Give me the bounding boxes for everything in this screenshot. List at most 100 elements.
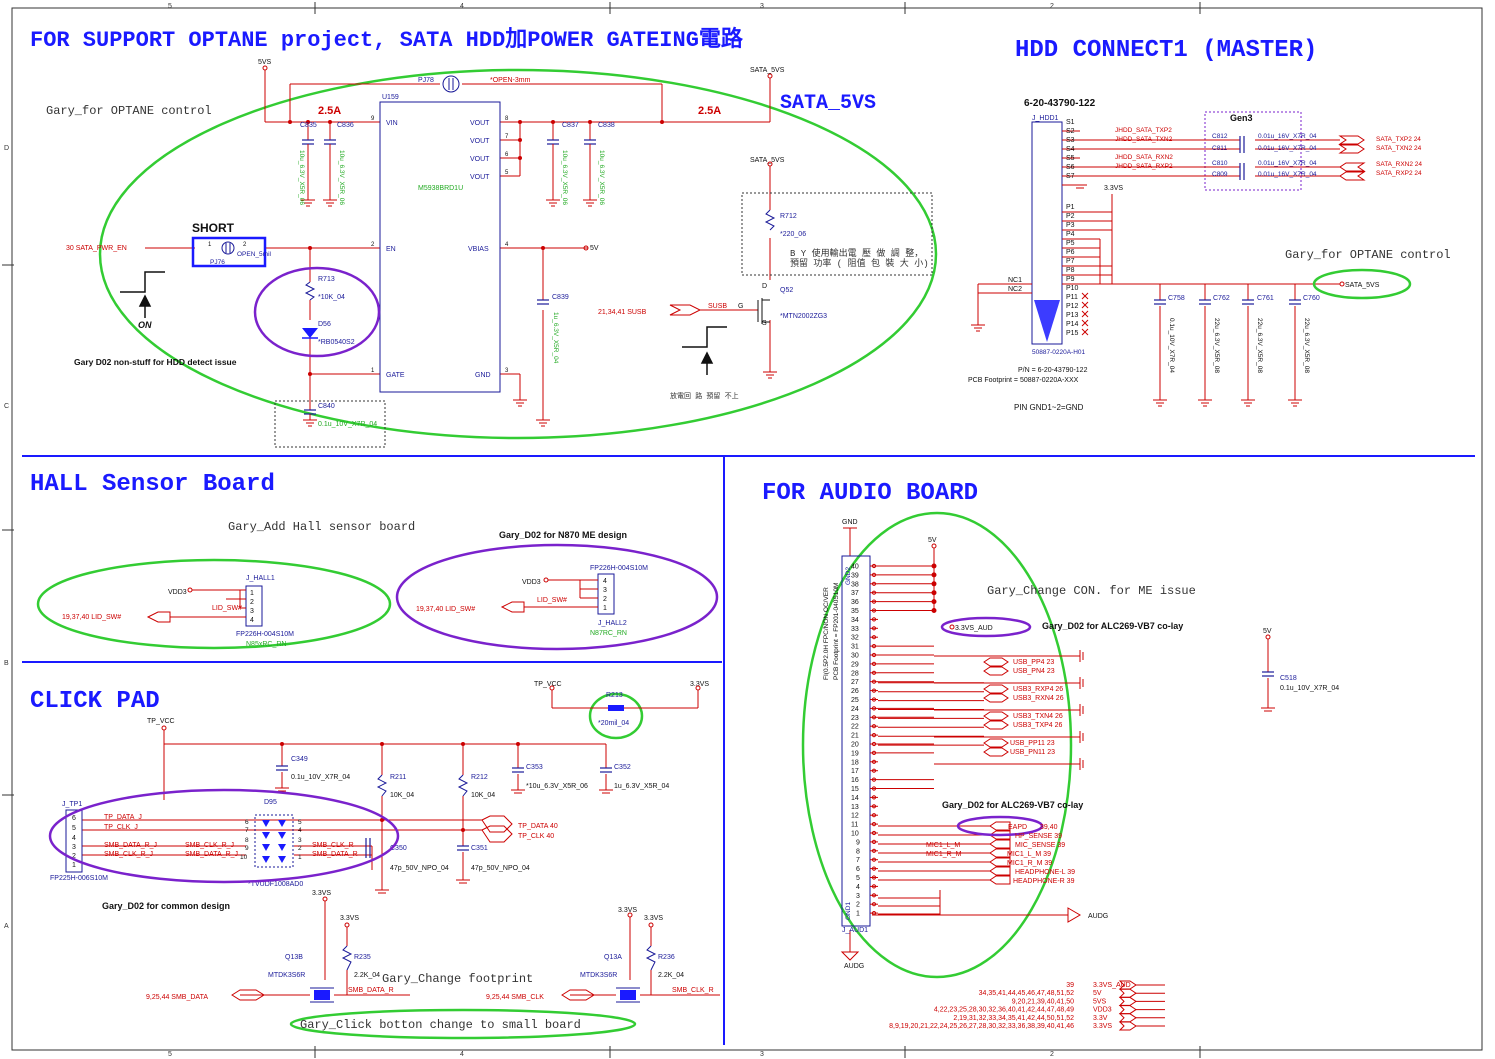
hdd-sata-5vs: SATA_5VS <box>1345 282 1380 289</box>
svg-text:9: 9 <box>371 116 375 122</box>
pin-number: 5 <box>72 825 76 832</box>
susb-step-graphic <box>682 326 727 375</box>
junction <box>931 572 937 578</box>
svg-text:2: 2 <box>298 845 302 852</box>
pin-number: 1 <box>603 605 607 612</box>
smb-data-ref: 9,25,44 SMB_DATA <box>146 994 208 1001</box>
svg-text:8: 8 <box>245 837 249 844</box>
pin-marker <box>871 581 877 586</box>
audio-pin-number: 8 <box>856 848 860 855</box>
row-label: A <box>4 923 9 930</box>
discharge-note: 放電回 路 預留 不上 <box>670 391 739 401</box>
pin-marker <box>871 661 877 667</box>
pin-vout: VOUT <box>470 156 490 163</box>
pin-marker <box>871 617 877 622</box>
svg-text:1: 1 <box>298 854 302 861</box>
jtp1-footprint: FP225H-006S10M <box>50 875 108 882</box>
gen3-label: Gen3 <box>1230 113 1253 123</box>
hall-note: Gary_Add Hall sensor board <box>228 520 415 534</box>
cap-ref: C810 <box>1212 160 1228 167</box>
net-port <box>983 720 1009 730</box>
pin-number: 3 <box>72 844 76 851</box>
r212-value: 10K_04 <box>471 792 495 799</box>
junction <box>288 120 292 124</box>
mic-l-label: MIC1_L_M <box>926 842 960 849</box>
hall2-vdd3: VDD3 <box>522 579 541 586</box>
net-port <box>983 684 1009 694</box>
pin-marker <box>871 750 877 756</box>
u159-chip: U159 M5938BRD1U VIN EN GATE VOUT VOUT VO… <box>379 94 501 393</box>
audio-pin-number: 15 <box>851 786 859 793</box>
audio-pin-number: 33 <box>851 626 859 633</box>
hdd-nc1: NC1 <box>1008 277 1022 284</box>
q52-ref: Q52 <box>780 287 793 294</box>
col-label: 4 <box>460 1051 464 1058</box>
hdd-pin-label: P11 <box>1066 294 1078 301</box>
audio-pin-number: 27 <box>851 679 859 686</box>
junction <box>551 120 555 124</box>
svg-text:G: G <box>738 303 743 310</box>
pin-gnd: GND <box>475 372 491 379</box>
hdd-footprint: 50887-0220A-H01 <box>1032 349 1086 356</box>
audio-section-title: FOR AUDIO BOARD <box>762 480 978 507</box>
power-net: VDD3 <box>1093 1007 1112 1014</box>
power-ref: 4,22,23,25,28,30,32,36,40,41,42,44,47,48… <box>934 1007 1074 1014</box>
cap-ref: C811 <box>1212 145 1227 152</box>
r213-value: *20mil_04 <box>598 720 629 727</box>
diode-glyph <box>262 832 270 839</box>
c351-value: 47p_50V_NPO_04 <box>471 865 530 872</box>
audio-pin-number: 40 <box>851 564 859 571</box>
hall2-name: N87RC_RN <box>590 630 627 637</box>
junction <box>518 120 522 124</box>
pin-number: 6 <box>72 815 76 822</box>
hdd-gnd-line: PIN GND1~2=GND <box>1014 403 1084 412</box>
pin-marker <box>871 875 877 880</box>
diode-glyph <box>278 820 286 827</box>
hall1-vdd3: VDD3 <box>168 589 187 596</box>
q13a-ref: Q13A <box>604 954 622 961</box>
c761-ref: C761 <box>1257 295 1274 302</box>
rail-sata-5vs: SATA_5VS <box>750 67 785 74</box>
highlight-ellipse <box>801 511 1073 979</box>
cap-value: 0.01u_16V_X7R_04 <box>1258 171 1317 178</box>
audio-pin-number: 12 <box>851 813 859 820</box>
pin-marker <box>871 839 877 845</box>
pin-number: 4 <box>72 835 76 842</box>
r713-ref: R713 <box>318 276 335 283</box>
pin-marker <box>871 599 877 604</box>
d95-ref: D95 <box>264 799 277 806</box>
hall1-lid-ref: 19,37,40 LID_SW# <box>62 614 121 621</box>
junction <box>931 599 937 605</box>
hall1-name: N85xRC_RN <box>246 641 286 648</box>
net-port <box>989 866 1011 876</box>
hall2-lid: LID_SW# <box>537 597 567 604</box>
pin-number: 1 <box>250 590 254 597</box>
hdd-out-net: SATA_TXP2 24 <box>1376 136 1421 143</box>
net-port <box>989 857 1011 867</box>
pin-marker <box>871 697 877 702</box>
audio-net: MIC1_L_M 39 <box>1007 851 1051 858</box>
audio-pin-number: 34 <box>851 617 859 624</box>
on-step-graphic <box>120 271 165 318</box>
rail-33vs: 3.3VS <box>644 915 663 922</box>
hdd-out-net: SATA_RXP2 24 <box>1376 170 1422 177</box>
pin-marker <box>871 670 877 675</box>
current-label: 2.5A <box>318 105 341 117</box>
junction <box>541 246 545 250</box>
smb-clk-r-j: SMB_CLK_R_J <box>104 851 153 858</box>
pin-vout: VOUT <box>470 138 490 145</box>
pin-marker <box>871 590 877 595</box>
pin-marker <box>871 893 877 898</box>
q13b-value: MTDK3S6R <box>268 972 305 979</box>
net-port <box>1118 1013 1137 1023</box>
c350-ref: C350 <box>390 845 407 852</box>
d02-colay-note-2: Gary_D02 for ALC269-VB7 co-lay <box>942 800 1083 810</box>
svg-text:3: 3 <box>505 368 509 374</box>
hdd-pin-label: P7 <box>1066 258 1075 265</box>
d02-nonstuff-note: Gary D02 non-stuff for HDD detect issue <box>74 357 237 367</box>
r211-ref: R211 <box>390 774 406 781</box>
net-port <box>983 666 1009 676</box>
diode-glyph <box>262 856 270 863</box>
hdd-connector-circuit: 6-20-43790-122 J_HDD1 Gen3 50887-0220A-H… <box>968 98 1451 412</box>
